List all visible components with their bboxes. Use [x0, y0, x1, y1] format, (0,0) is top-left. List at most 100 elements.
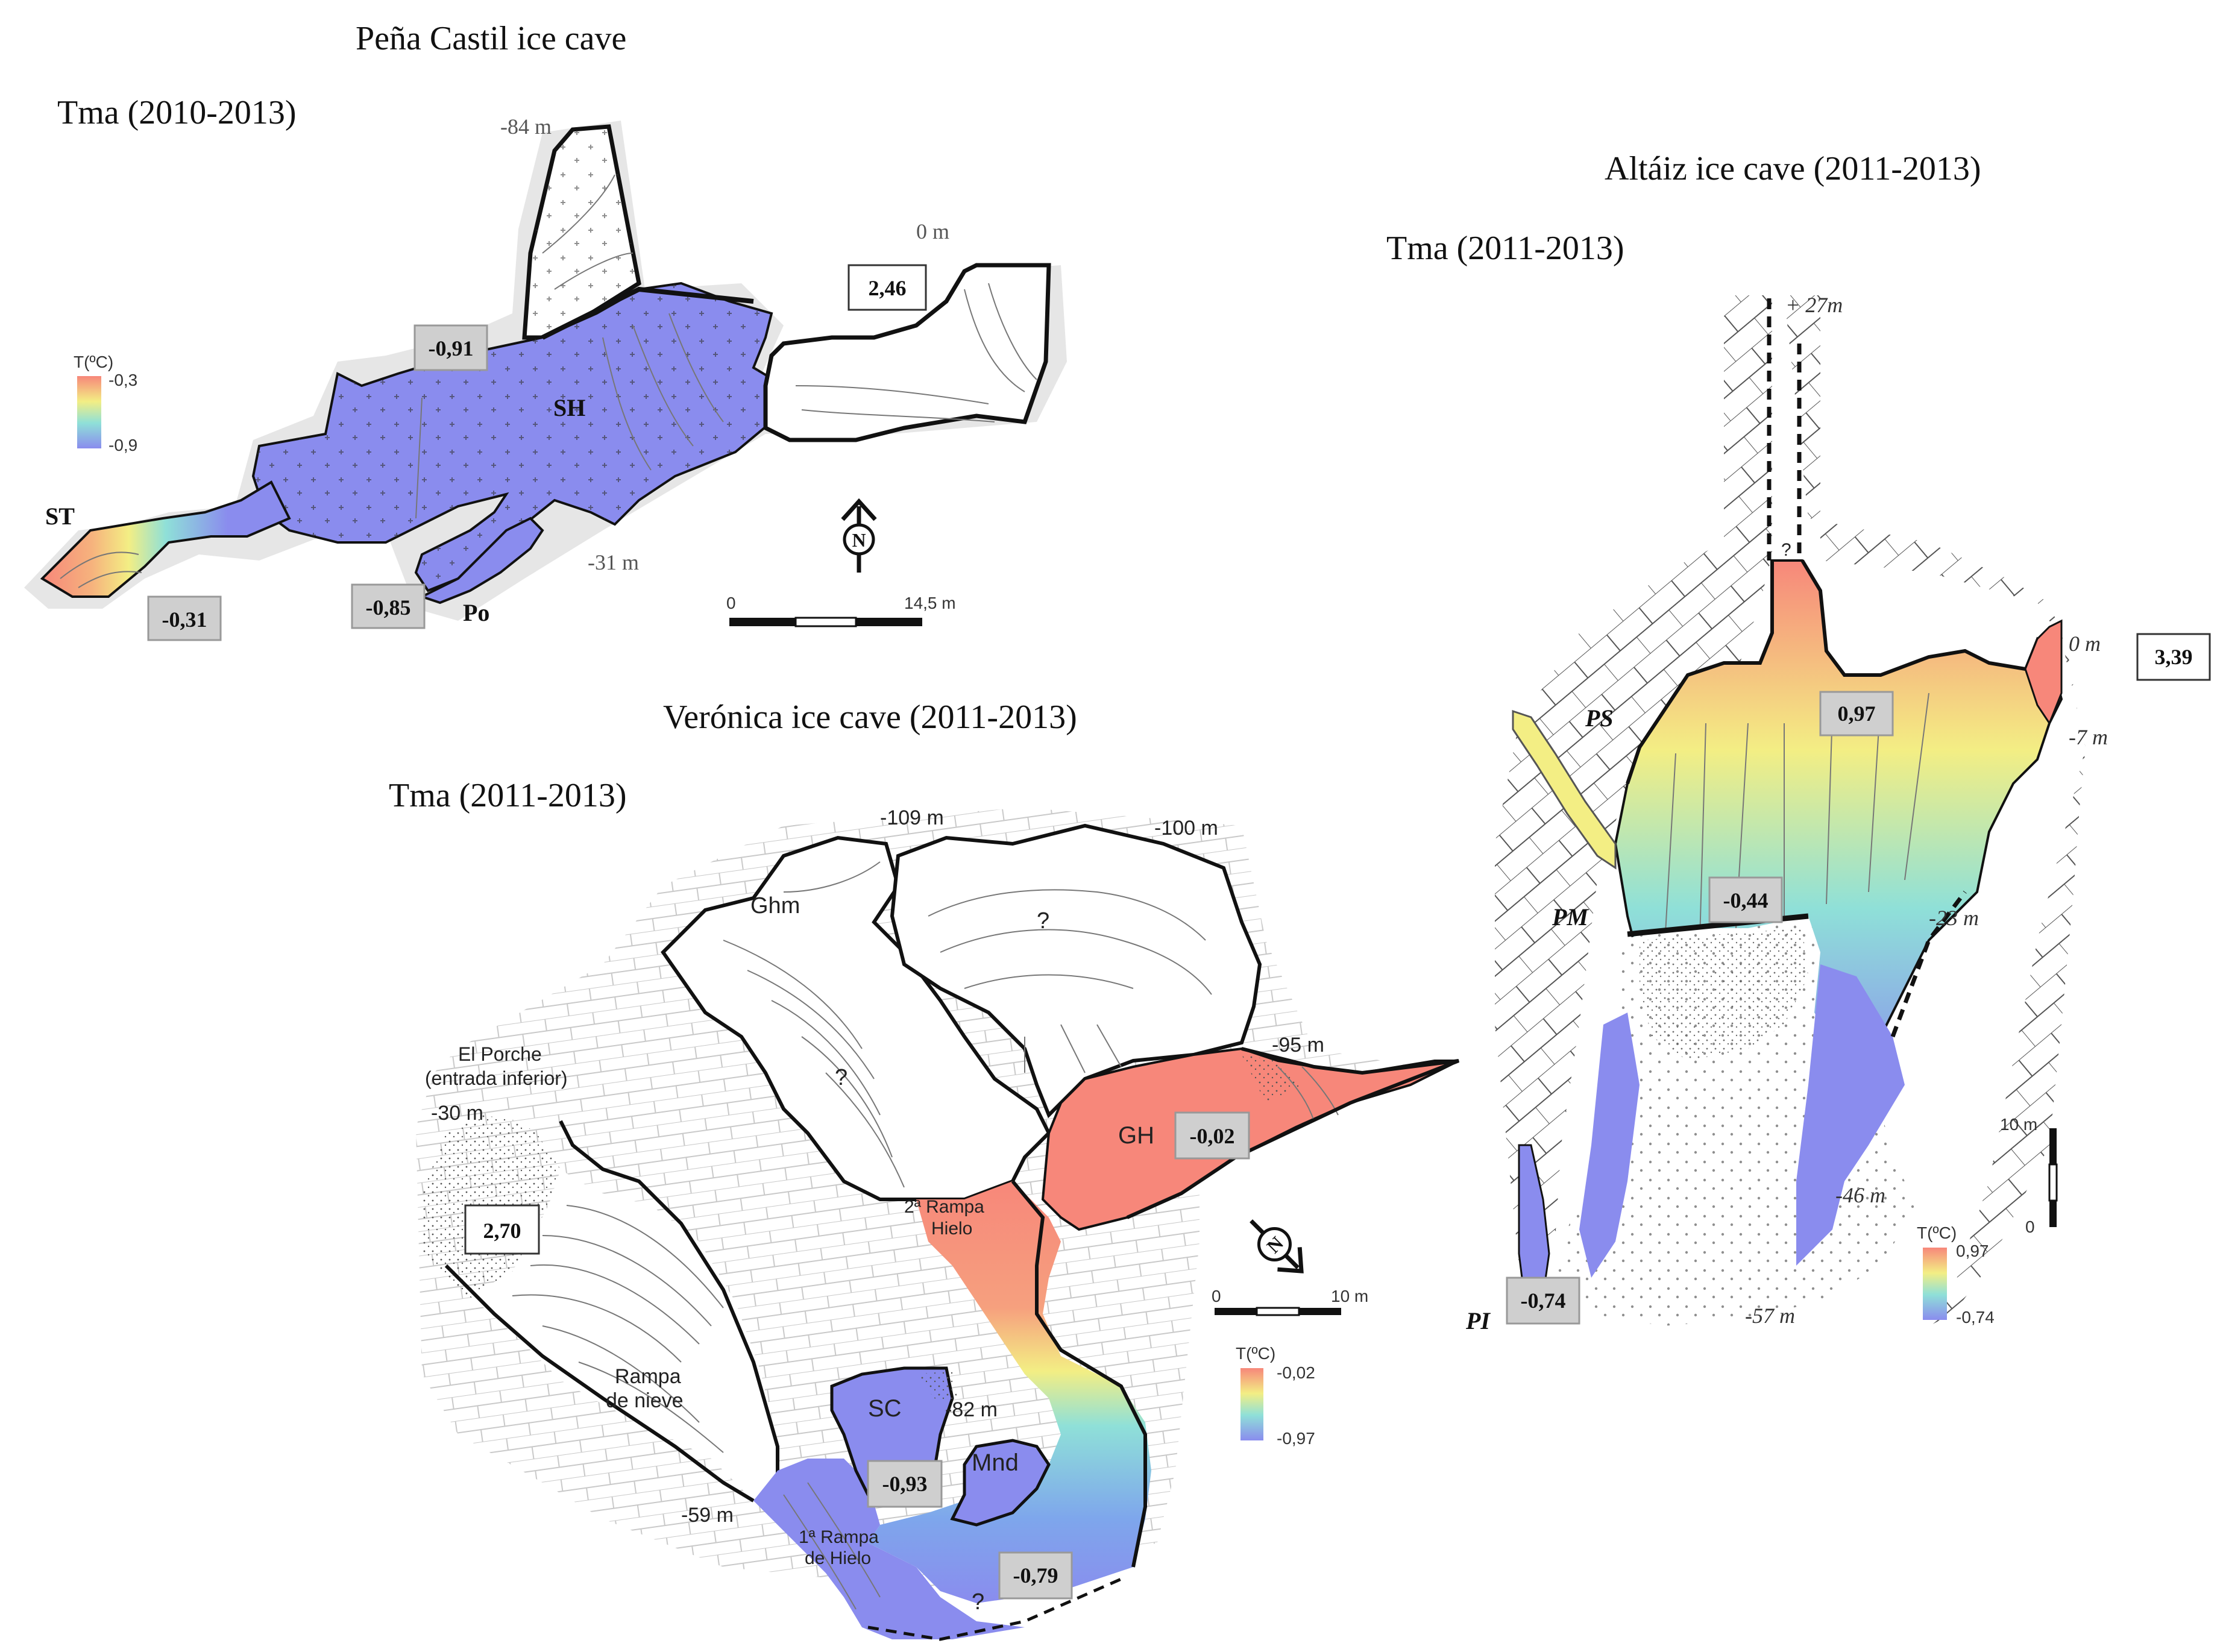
- veronica-label-ghm: Ghm: [750, 893, 800, 919]
- pena-castil-map: Peña Castil ice cave Tma (2010-2013) -84…: [24, 20, 1067, 641]
- altaiz-legend: T(ºC) 0,97 -0,74: [1917, 1223, 1995, 1327]
- veronica-north-arrow-icon: N: [1250, 1219, 1304, 1274]
- veronica-value-porche: 2,70: [464, 1204, 540, 1255]
- svg-text:0: 0: [1212, 1287, 1221, 1305]
- pena-castil-north-arrow-icon: N: [841, 498, 877, 573]
- svg-text:-0,3: -0,3: [108, 371, 137, 389]
- pena-castil-st-passage: [40, 480, 291, 598]
- altaiz-entrance-block: [2024, 619, 2063, 726]
- svg-text:T(ºC): T(ºC): [1236, 1344, 1275, 1363]
- svg-text:10 m: 10 m: [2000, 1115, 2037, 1134]
- altaiz-lower-right-column: [1796, 964, 1905, 1266]
- veronica-depth-109: -109 m: [880, 806, 944, 829]
- pena-castil-value-st: -0,31: [147, 595, 222, 641]
- altaiz-pi-column: [1518, 1144, 1550, 1304]
- veronica-label-mnd: Mnd: [972, 1449, 1019, 1476]
- veronica-value-gh: -0,02: [1174, 1111, 1250, 1160]
- veronica-map: Verónica ice cave (2011-2013) Tma (2011-…: [389, 699, 1460, 1641]
- altaiz-rock-right: [1784, 295, 2086, 1326]
- veronica-label-q2: ?: [835, 1065, 847, 1090]
- svg-text:-0,97: -0,97: [1277, 1429, 1315, 1448]
- veronica-mnd-chamber: [950, 1439, 1051, 1527]
- pena-castil-value-upper: -0,91: [413, 324, 488, 371]
- svg-text:-0,79: -0,79: [1013, 1563, 1058, 1588]
- veronica-title: Verónica ice cave (2011-2013): [663, 699, 1077, 736]
- altaiz-tma-label: Tma (2011-2013): [1386, 230, 1624, 267]
- altaiz-lower-left-column: [1579, 1013, 1640, 1278]
- altaiz-ps-passage: [1512, 709, 1617, 870]
- svg-text:-0,31: -0,31: [162, 608, 207, 632]
- svg-text:-0,9: -0,9: [108, 436, 137, 454]
- svg-text:2,70: 2,70: [483, 1219, 521, 1243]
- altaiz-depth-23: -23 m: [1929, 906, 1979, 930]
- pena-castil-entrance-passage: [763, 263, 1051, 442]
- svg-text:T(ºC): T(ºC): [74, 353, 113, 371]
- svg-text:14,5 m: 14,5 m: [904, 594, 956, 612]
- veronica-gh-chamber: [1041, 1047, 1459, 1231]
- veronica-depth-82: -82 m: [945, 1398, 998, 1421]
- veronica-rampa-nieve: [470, 1169, 778, 1495]
- altaiz-value-pm: -0,44: [1708, 876, 1783, 923]
- svg-text:-0,02: -0,02: [1190, 1124, 1235, 1148]
- veronica-label-gh: GH: [1118, 1122, 1154, 1149]
- altaiz-depth-0: 0 m: [2069, 632, 2101, 656]
- svg-text:-0,93: -0,93: [882, 1472, 928, 1496]
- svg-text:-0,44: -0,44: [1723, 888, 1769, 912]
- pena-castil-depth-bottom: -31 m: [588, 550, 639, 574]
- pena-castil-legend: T(ºC) -0,3 -0,9: [74, 353, 137, 454]
- pena-castil-po-passage: [418, 517, 544, 605]
- altaiz-map: Altáiz ice cave (2011-2013) Tma (2011-20…: [1386, 150, 2211, 1334]
- altaiz-depth-27: + 27m: [1785, 293, 1843, 317]
- altaiz-value-pi: -0,74: [1506, 1277, 1580, 1325]
- pena-castil-label-st: ST: [45, 503, 75, 530]
- altaiz-rock-left: [1495, 295, 1772, 1266]
- svg-text:-0,91: -0,91: [429, 336, 474, 360]
- svg-text:-0,74: -0,74: [1521, 1289, 1566, 1313]
- altaiz-scale-bar: 10 m 0: [2000, 1115, 2058, 1236]
- svg-text:10 m: 10 m: [1331, 1287, 1368, 1305]
- svg-text:0,97: 0,97: [1956, 1242, 1989, 1260]
- altaiz-label-pi: PI: [1465, 1307, 1491, 1334]
- veronica-legend: T(ºC) -0,02 -0,97: [1236, 1344, 1315, 1448]
- pena-castil-depth-top: -84 m: [500, 115, 552, 139]
- veronica-rampa1-label: 1ª Rampa de Hielo: [799, 1527, 884, 1568]
- altaiz-label-ps: PS: [1585, 705, 1614, 732]
- pena-castil-scale-bar: 0 14,5 m: [726, 594, 956, 627]
- veronica-porche-label: El Porche (entrada inferior): [425, 1043, 568, 1089]
- veronica-scale-bar: 0 10 m: [1212, 1287, 1368, 1316]
- altaiz-label-q: ?: [1781, 540, 1791, 560]
- veronica-depth-59: -59 m: [681, 1504, 734, 1527]
- veronica-depth-95: -95 m: [1272, 1034, 1324, 1057]
- veronica-value-mnd: -0,79: [998, 1551, 1073, 1600]
- veronica-rampa-nieve-label: Rampa de nieve: [606, 1365, 687, 1412]
- svg-text:2,46: 2,46: [869, 276, 907, 300]
- veronica-tma-label: Tma (2011-2013): [389, 777, 627, 814]
- pena-castil-label-po: Po: [463, 599, 489, 626]
- altaiz-value-outside: 3,39: [2136, 633, 2211, 681]
- svg-text:3,39: 3,39: [2155, 645, 2193, 669]
- svg-text:T(ºC): T(ºC): [1917, 1223, 1957, 1242]
- altaiz-depth-57: -57 m: [1745, 1304, 1795, 1328]
- veronica-label-q3: ?: [972, 1589, 984, 1615]
- svg-text:0: 0: [726, 594, 736, 612]
- altaiz-label-pm: PM: [1552, 903, 1589, 931]
- svg-text:-0,02: -0,02: [1277, 1363, 1315, 1382]
- pena-castil-value-po: -0,85: [351, 583, 426, 629]
- veronica-label-sc: SC: [868, 1395, 902, 1422]
- svg-text:N: N: [852, 529, 866, 551]
- pena-castil-label-sh: SH: [553, 394, 585, 421]
- pena-castil-tma-label: Tma (2010-2013): [57, 94, 297, 131]
- svg-text:0,97: 0,97: [1838, 702, 1876, 726]
- veronica-depth-30: -30 m: [431, 1102, 483, 1125]
- veronica-rampa2-label: 2ª Rampa Hielo: [904, 1197, 989, 1239]
- svg-text:-0,74: -0,74: [1956, 1308, 1995, 1327]
- veronica-label-q1: ?: [1037, 908, 1049, 934]
- altaiz-value-ps: 0,97: [1819, 691, 1894, 736]
- veronica-rampa2-channel: [868, 1181, 1151, 1603]
- veronica-ghm-chamber: [661, 835, 1051, 1201]
- veronica-depth-100: -100 m: [1154, 817, 1218, 840]
- veronica-upper-right-chamber: [890, 823, 1262, 1119]
- pena-castil-value-entrance: 2,46: [847, 264, 927, 311]
- pena-castil-depth-entrance: 0 m: [916, 219, 949, 243]
